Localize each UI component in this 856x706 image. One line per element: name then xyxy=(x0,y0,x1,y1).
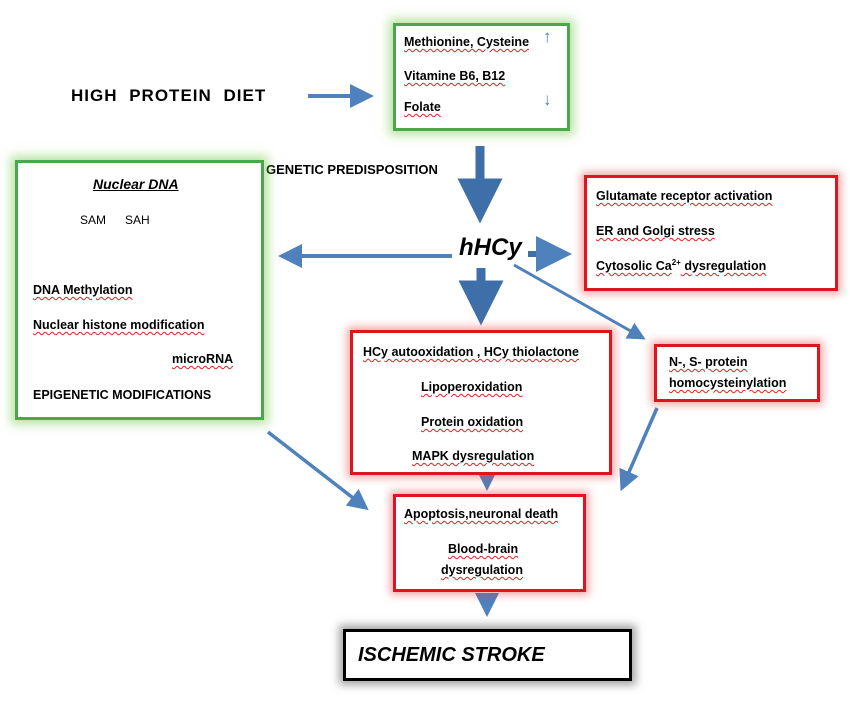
nuclear-dna-title: Nuclear DNA xyxy=(93,176,179,192)
arrow-nuclear-to-apoptosis xyxy=(266,430,369,511)
blood-brain: Blood-brain xyxy=(448,542,519,556)
blood-brain-dysregulation: dysregulation xyxy=(441,563,523,577)
cytosolic-ca-text: Cytosolic Ca xyxy=(596,259,672,274)
nutrient-vitamins: Vitamine B6, B12 xyxy=(404,69,506,83)
arrow-hhcy-to-protein xyxy=(513,263,646,340)
glutamate-receptor-activation: Glutamate receptor activation xyxy=(596,189,773,203)
nutrient-methionine: Methionine, Cysteine xyxy=(404,35,530,49)
ischemic-stroke-label: ISCHEMIC STROKE xyxy=(358,644,545,666)
mapk-dysregulation: MAPK dysregulation xyxy=(412,449,535,463)
ca-superscript: 2+ xyxy=(671,258,681,267)
homocysteinylation-box xyxy=(654,344,820,402)
dysregulation-text: dysregulation xyxy=(680,259,767,274)
nutrients-box xyxy=(393,23,570,131)
sam-label: SAM xyxy=(80,213,107,227)
down-arrow-icon: ↓ xyxy=(543,90,552,109)
dna-methylation: DNA Methylation xyxy=(33,283,133,297)
lipoperoxidation: Lipoperoxidation xyxy=(421,380,523,394)
oxidation-box xyxy=(350,330,612,475)
diet-label: HIGH PROTEIN DIET xyxy=(71,86,267,105)
nuclear-dna-box xyxy=(15,160,264,420)
arrow-protein-to-apoptosis xyxy=(619,407,659,492)
nutrient-folate: Folate xyxy=(404,100,441,114)
cytosolic-ca-dysregulation: Cytosolic Ca2+ dysregulation xyxy=(596,258,766,273)
nuclear-histone-modification: Nuclear histone modification xyxy=(33,318,205,332)
apoptosis-box xyxy=(393,494,586,592)
protein-oxidation: Protein oxidation xyxy=(421,415,524,429)
n-s-protein: N-, S- protein xyxy=(669,355,748,369)
sah-label: SAH xyxy=(125,213,150,227)
homocysteinylation: homocysteinylation xyxy=(669,376,787,390)
genetic-predisposition-label: GENETIC PREDISPOSITION xyxy=(266,162,438,177)
apoptosis-neuronal-death: Apoptosis,neuronal death xyxy=(404,507,559,521)
epigenetic-modifications: EPIGENETIC MODIFICATIONS xyxy=(33,388,212,402)
hcy-autooxidation: HCy autooxidation , HCy thiolactone xyxy=(363,345,579,359)
ischemic-stroke-box xyxy=(343,629,632,681)
microrna: microRNA xyxy=(172,352,234,366)
cellular-stress-box xyxy=(584,175,838,291)
er-golgi-stress: ER and Golgi stress xyxy=(596,224,715,238)
up-arrow-icon: ↑ xyxy=(543,27,552,46)
hhcy-label: hHCy xyxy=(459,234,522,261)
